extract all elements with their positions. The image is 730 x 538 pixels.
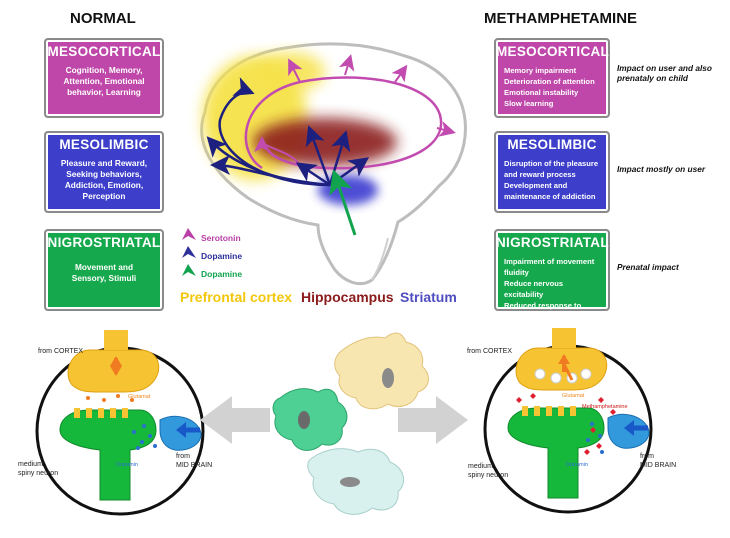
text-line: spiny neuron: [468, 471, 509, 479]
text-line: fluidity: [504, 268, 529, 277]
note-line: prenataly on child: [617, 73, 688, 83]
text-line: Deterioration of attention: [504, 77, 595, 86]
text-line: Attention, Emotional: [63, 76, 145, 86]
left-mesocortical-text: Cognition, Memory, Attention, Emotional …: [46, 65, 162, 98]
text-line: Movement and: [74, 262, 134, 272]
left-mesolimbic-text: Pleasure and Reward, Seeking behaviors, …: [46, 158, 162, 202]
right-mesocortical-text: Memory impairment Deterioration of atten…: [496, 65, 608, 109]
arrowhead-icon: [182, 246, 196, 258]
arrowhead-icon: [182, 228, 196, 240]
right-mesolimbic-box: MESOLIMBIC Disruption of the pleasure an…: [494, 131, 610, 213]
legend-serotonin: Serotonin: [201, 233, 241, 243]
text-line: Seeking behaviors,: [66, 169, 142, 179]
text-line: Emotional instability: [504, 88, 579, 97]
region-striatum: Striatum: [400, 289, 457, 305]
text-line: Pleasure and Reward,: [60, 158, 148, 168]
left-nigrostriatal-text: Movement and Sensory, Stimuli: [46, 262, 162, 284]
text-line: Development and: [504, 181, 568, 190]
text-line: Cognition, Memory,: [65, 65, 143, 75]
text-line: MID BRAIN: [640, 461, 677, 469]
nigrostriatal-pathway: [329, 169, 357, 236]
text-line: Impairment of movement: [504, 257, 595, 266]
astrocyte-blue: [307, 448, 405, 515]
hippocampus-region: [253, 118, 397, 166]
text-line: Addiction, Emotion,: [64, 180, 144, 190]
right-methamphetamine-label: Methamphetamine: [582, 404, 628, 410]
right-glutamat-label: Glutamat: [562, 393, 585, 399]
left-neuron-label: medium spiny neuron: [18, 461, 58, 478]
text-line: Reduced response to stimuli: [504, 301, 582, 321]
text-line: Reduce nervous excitability: [504, 279, 564, 299]
astrocyte-yellow: [334, 332, 429, 410]
right-mesocortical-box: MESOCORTICAL Memory impairment Deteriora…: [494, 38, 610, 118]
right-from-mid-brain: from MID BRAIN: [640, 453, 676, 470]
impact-note-nigrostriatal: Prenatal impact: [617, 262, 679, 272]
left-from-mid-brain: from MID BRAIN: [176, 453, 212, 470]
text-line: MID BRAIN: [176, 461, 213, 469]
right-neuron-label: medium spiny neuron: [468, 463, 508, 480]
text-line: from: [176, 453, 190, 460]
brain-stem: [371, 237, 389, 281]
left-mesocortical-title: MESOCORTICAL: [47, 44, 161, 59]
text-line: maintenance of addiction: [504, 192, 596, 201]
region-hippocampus: Hippocampus: [301, 289, 394, 305]
region-prefrontal-cortex: Prefrontal cortex: [180, 289, 293, 305]
left-mesolimbic-box: MESOLIMBIC Pleasure and Reward, Seeking …: [44, 131, 164, 213]
right-dopamin-label: Dopamin: [566, 462, 589, 468]
dopamine-pathway: [295, 162, 331, 187]
right-from-cortex: from CORTEX: [467, 348, 512, 355]
text-line: and reward process: [504, 170, 576, 179]
text-line: Sensory, Stimuli: [71, 273, 137, 283]
text-line: medium: [468, 463, 493, 470]
methamphetamine-synapse: [483, 328, 653, 514]
legend-dopamine-nigrostriatal: Dopamine: [201, 269, 243, 279]
text-line: Perception: [82, 191, 126, 201]
note-line: Prenatal impact: [617, 262, 679, 272]
serotonin-arrow: [254, 136, 301, 166]
right-mesocortical-title: MESOCORTICAL: [496, 44, 610, 59]
dopamine-pathway: [210, 155, 331, 187]
serotonin-arrow: [391, 64, 408, 83]
left-mesocortical-box: MESOCORTICAL Cognition, Memory, Attentio…: [44, 38, 164, 118]
text-line: Slow learning: [504, 99, 554, 108]
text-line: Disruption of the pleasure: [504, 159, 599, 168]
left-nigrostriatal-box: NIGROSTRIATAL Movement and Sensory, Stim…: [44, 229, 164, 311]
legend-dopamine-mesolimbic: Dopamine: [201, 251, 243, 261]
note-line: Impact mostly on user: [617, 164, 706, 174]
left-glutamat-label: Glutamat: [128, 394, 151, 400]
left-gray-arrow: [200, 396, 270, 444]
right-nigrostriatal-title: NIGROSTRIATAL: [496, 235, 609, 250]
right-nigrostriatal-box: NIGROSTRIATAL Impairment of movement flu…: [494, 229, 610, 321]
right-mesolimbic-title: MESOLIMBIC: [507, 137, 597, 152]
normal-synapse: [35, 330, 205, 516]
serotonin-pathway: [244, 76, 443, 170]
left-nigrostriatal-title: NIGROSTRIATAL: [47, 235, 161, 250]
dopamine-pathway: [305, 125, 332, 186]
impact-note-mesolimbic: Impact mostly on user: [617, 164, 705, 174]
left-dopamin-label: Dopamin: [116, 462, 139, 468]
normal-header: NORMAL: [70, 10, 136, 27]
serotonin-arrow: [436, 121, 456, 137]
right-nigrostriatal-text: Impairment of movement fluidity Reduce n…: [496, 256, 608, 322]
text-line: spiny neuron: [18, 469, 59, 477]
astrocyte-green: [272, 388, 348, 451]
text-line: behavior, Learning: [67, 87, 141, 97]
serotonin-arrow: [288, 58, 303, 83]
text-line: from: [640, 453, 654, 460]
methamphetamine-header: METHAMPHETAMINE: [484, 10, 638, 27]
text-line: Memory impairment: [504, 66, 577, 75]
text-line: medium: [18, 461, 43, 468]
impact-note-mesocortical: Impact on user and also prenataly on chi…: [617, 63, 712, 83]
left-mesolimbic-title: MESOLIMBIC: [59, 137, 149, 152]
right-mesolimbic-text: Disruption of the pleasure and reward pr…: [496, 158, 608, 202]
right-gray-arrow: [398, 396, 468, 444]
arrowhead-icon: [182, 264, 196, 276]
serotonin-arrow: [338, 54, 355, 76]
left-from-cortex: from CORTEX: [38, 348, 83, 355]
note-line: Impact on user and also: [617, 63, 712, 73]
